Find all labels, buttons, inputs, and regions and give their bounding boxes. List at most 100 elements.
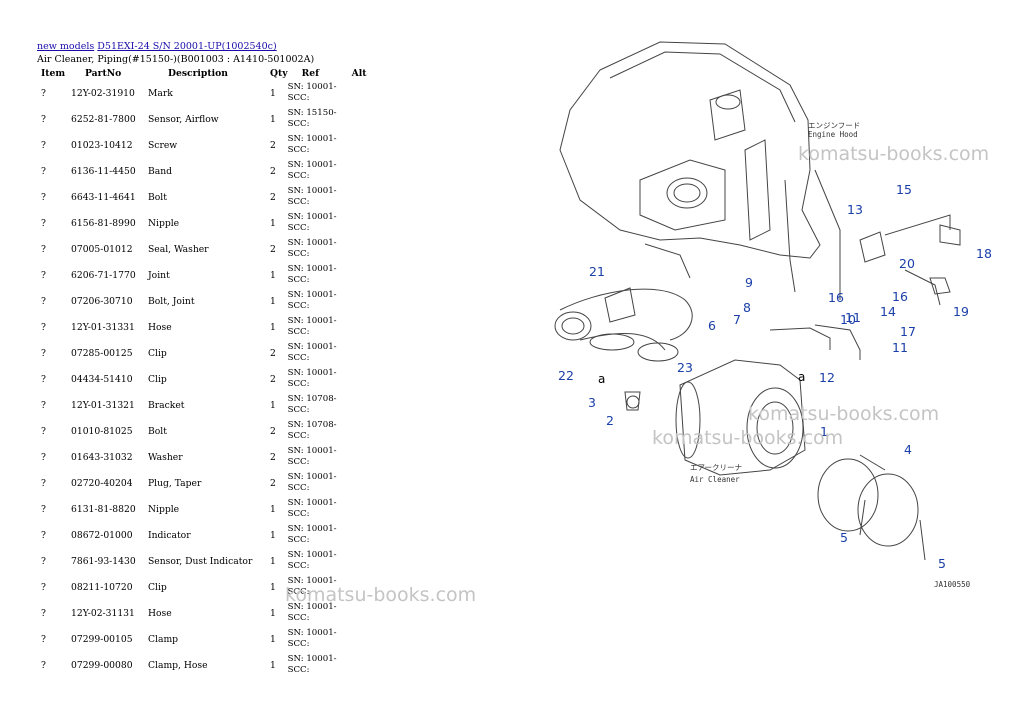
row-partno: 07005-01012 (71, 243, 133, 255)
row-qty: 1 (270, 659, 276, 671)
row-ref-sn: SN: 10001- (287, 628, 337, 638)
row-ref-sn: SN: 10001- (287, 290, 337, 300)
callout-number: 23 (677, 360, 693, 375)
row-partno: 6156-81-8990 (71, 217, 136, 229)
callout-number: 21 (589, 264, 605, 279)
row-qty: 2 (270, 373, 276, 385)
row-qty: 2 (270, 477, 276, 489)
row-alt (352, 444, 372, 470)
row-partno: 01023-10412 (71, 139, 133, 151)
row-description: Nipple (148, 217, 180, 229)
row-ref-sn: SN: 15150- (287, 108, 337, 118)
breadcrumb-link-new-models[interactable]: new models (37, 41, 95, 52)
header-partno: PartNo (85, 67, 122, 79)
row-description: Bolt (148, 191, 167, 203)
callout-number: 1 (820, 424, 828, 439)
row-alt (352, 158, 372, 184)
row-partno: 07206-30710 (71, 295, 133, 307)
engine-hood-label-en: Engine Hood (808, 130, 858, 139)
row-ref: SN: 10001-SCC: (288, 80, 352, 106)
row-partno: 01010-81025 (71, 425, 133, 437)
header-qty: Qty (270, 67, 288, 79)
row-item: ? (41, 659, 46, 671)
row-qty: 1 (270, 529, 276, 541)
row-ref-scc: SCC: (287, 197, 310, 207)
header-alt: Alt (351, 67, 367, 79)
row-qty: 2 (270, 451, 276, 463)
row-alt (352, 522, 372, 548)
row-qty: 1 (270, 87, 276, 99)
callout-number: 5 (938, 556, 946, 571)
callout-number: 11 (892, 340, 908, 355)
callout-number: 14 (880, 304, 896, 319)
row-ref: SN: 10001-SCC: (288, 262, 352, 288)
row-alt (352, 184, 372, 210)
row-alt (352, 652, 372, 678)
row-ref-sn: SN: 10001- (287, 550, 337, 560)
row-ref: SN: 10001-SCC: (288, 288, 352, 314)
row-ref: SN: 10001-SCC: (288, 444, 352, 470)
row-ref-scc: SCC: (287, 509, 310, 519)
row-qty: 2 (270, 139, 276, 151)
row-item: ? (41, 529, 46, 541)
row-qty: 1 (270, 113, 276, 125)
callout-number: 16 (828, 290, 844, 305)
ref-mark-a-right: a (798, 370, 805, 384)
row-ref-scc: SCC: (287, 483, 310, 493)
row-description: Seal, Washer (148, 243, 209, 255)
row-ref-scc: SCC: (287, 587, 310, 597)
row-description: Sensor, Airflow (148, 113, 219, 125)
row-ref-scc: SCC: (287, 119, 310, 129)
header-item: Item (41, 67, 66, 79)
row-item: ? (41, 165, 46, 177)
parts-table: Item PartNo Description Qty Ref Alt ?12Y… (37, 66, 372, 678)
row-alt (352, 132, 372, 158)
row-partno: 08672-01000 (71, 529, 133, 541)
row-ref: SN: 10001-SCC: (288, 366, 352, 392)
row-ref-scc: SCC: (287, 171, 310, 181)
row-item: ? (41, 555, 46, 567)
row-partno: 6131-81-8820 (71, 503, 136, 515)
row-partno: 12Y-02-31910 (71, 87, 135, 99)
row-partno: 01643-31032 (71, 451, 133, 463)
row-partno: 07299-00105 (71, 633, 133, 645)
row-ref-scc: SCC: (287, 613, 310, 623)
row-ref-sn: SN: 10001- (287, 238, 337, 248)
row-alt (352, 340, 372, 366)
row-description: Clamp (148, 633, 179, 645)
row-ref-sn: SN: 10001- (287, 602, 337, 612)
row-description: Clamp, Hose (148, 659, 208, 671)
row-item: ? (41, 425, 46, 437)
row-ref: SN: 10001-SCC: (288, 184, 352, 210)
page-subtitle: Air Cleaner, Piping(#15150-)(B001003 : A… (37, 54, 315, 65)
row-item: ? (41, 113, 46, 125)
header-ref: Ref (301, 67, 320, 79)
row-ref-sn: SN: 10001- (287, 160, 337, 170)
row-ref: SN: 10001-SCC: (288, 210, 352, 236)
row-item: ? (41, 503, 46, 515)
row-ref-scc: SCC: (287, 353, 310, 363)
row-item: ? (41, 607, 46, 619)
row-partno: 07285-00125 (71, 347, 133, 359)
row-partno: 6643-11-4641 (71, 191, 136, 203)
row-qty: 2 (270, 165, 276, 177)
row-partno: 08211-10720 (71, 581, 133, 593)
row-partno: 12Y-01-31321 (71, 399, 135, 411)
callout-number: 4 (904, 442, 912, 457)
row-ref-sn: SN: 10001- (287, 446, 337, 456)
row-alt (352, 262, 372, 288)
breadcrumb-link-model[interactable]: D51EXI-24 S/N 20001-UP(1002540c) (97, 41, 277, 52)
row-description: Plug, Taper (148, 477, 202, 489)
